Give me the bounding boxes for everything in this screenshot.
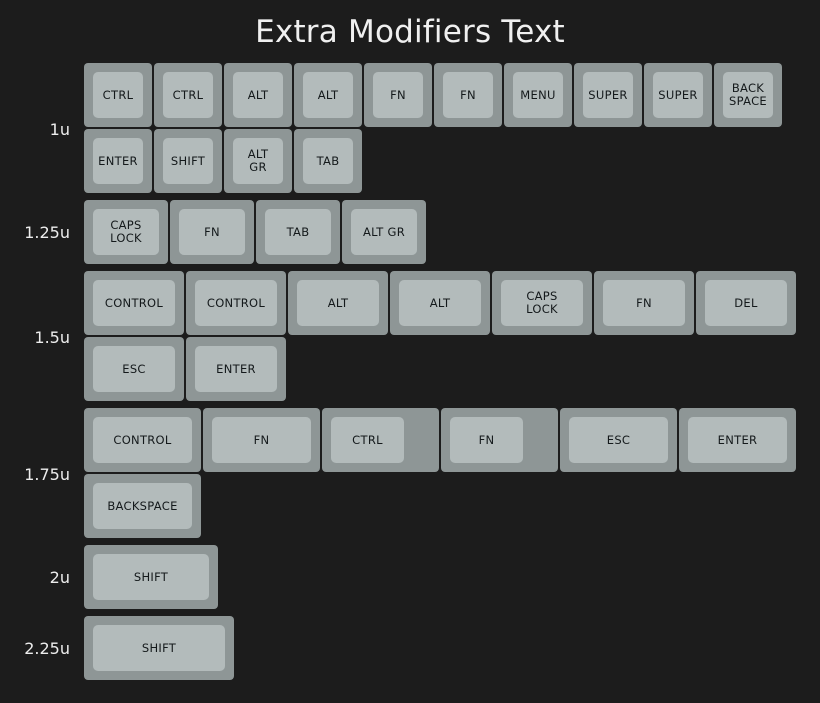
keycap-legend: TAB <box>303 138 353 184</box>
row-size-label: 1.5u <box>34 328 70 347</box>
keycap[interactable]: DEL <box>696 271 796 335</box>
keycap-row: CTRL CTRL ALT ALT FN FN MENU SUPER SUPER BACK SPA… <box>50 63 820 139</box>
keycap[interactable]: ALT <box>288 271 388 335</box>
keycap[interactable]: FN <box>203 408 320 472</box>
keycap-legend: ENTER <box>93 138 143 184</box>
keycap-legend: ALT <box>233 72 283 118</box>
keycap-row: CONTROL CONTROL ALT ALT CAPS LOCK FN DEL 1.5u <box>34 271 820 347</box>
keycap-legend: FN <box>373 72 423 118</box>
keycap-legend: CTRL <box>93 72 143 118</box>
keycap[interactable]: ESC <box>560 408 677 472</box>
keycap[interactable]: ALT <box>224 63 292 127</box>
keycap-legend: FN <box>179 209 245 255</box>
keycap[interactable]: CAPS LOCK <box>84 200 168 264</box>
page-title: Extra Modifiers Text <box>255 14 565 50</box>
keycap-legend: CAPS LOCK <box>93 209 159 255</box>
keycap-row: SHIFT 2u <box>50 545 820 609</box>
row-size-label: 2u <box>49 568 70 587</box>
keycap-legend: ENTER <box>195 346 277 392</box>
keycap-legend: DEL <box>705 280 787 326</box>
keycap-legend: CONTROL <box>93 280 175 326</box>
keycap-legend: BACKSPACE <box>93 483 192 529</box>
keycap-legend: SHIFT <box>93 554 209 600</box>
keycap-row: CAPS LOCK FN TAB ALT GR 1.25u <box>24 200 820 264</box>
keycap[interactable]: ALT <box>390 271 490 335</box>
keycap[interactable]: BACK SPACE <box>714 63 782 127</box>
keycap-legend: FN <box>443 72 493 118</box>
row-size-label: 1.75u <box>24 465 70 484</box>
keycap[interactable]: FN <box>364 63 432 127</box>
keycap[interactable]: ENTER <box>186 337 286 401</box>
keycap-legend: ESC <box>93 346 175 392</box>
keycap[interactable]: ALT GR <box>342 200 426 264</box>
keycap-row: CONTROL FN CTRL FN ESC ENTER 1.75u <box>24 408 820 484</box>
keycap-legend: SHIFT <box>163 138 213 184</box>
keycap-legend: CONTROL <box>93 417 192 463</box>
keycap-row: BACKSPACE <box>84 474 820 538</box>
keycap[interactable]: SUPER <box>574 63 642 127</box>
keycap[interactable]: ESC <box>84 337 184 401</box>
keycap[interactable]: CONTROL <box>84 271 184 335</box>
keycap[interactable]: FN <box>441 408 558 472</box>
keycap-legend: FN <box>212 417 311 463</box>
keycap-legend: FN <box>450 417 523 463</box>
keycap-legend: CTRL <box>331 417 404 463</box>
keycap[interactable]: TAB <box>256 200 340 264</box>
keycap[interactable]: SHIFT <box>84 545 218 609</box>
keycap-legend: MENU <box>513 72 563 118</box>
keycap-legend: ALT <box>297 280 379 326</box>
keycap-rows: CTRL CTRL ALT ALT FN FN MENU SUPER SUPER BACK SPA… <box>0 63 820 682</box>
keycap[interactable]: ALT GR <box>224 129 292 193</box>
keycap-legend: FN <box>603 280 685 326</box>
keycap[interactable]: TAB <box>294 129 362 193</box>
keycap-row: SHIFT 2.25u <box>24 616 820 680</box>
keycap[interactable]: ENTER <box>679 408 796 472</box>
keycap[interactable]: CTRL <box>154 63 222 127</box>
keycap[interactable]: CTRL <box>84 63 152 127</box>
keycap[interactable]: CAPS LOCK <box>492 271 592 335</box>
keycap-row: ESC ENTER <box>84 337 820 401</box>
keycap[interactable]: FN <box>170 200 254 264</box>
keycap-legend: TAB <box>265 209 331 255</box>
keycap-legend: SUPER <box>583 72 633 118</box>
keycap[interactable]: CONTROL <box>84 408 201 472</box>
keycap[interactable]: SHIFT <box>154 129 222 193</box>
keycap-legend: CTRL <box>163 72 213 118</box>
row-size-label: 1.25u <box>24 223 70 242</box>
row-size-label: 2.25u <box>24 639 70 658</box>
keycap[interactable]: SHIFT <box>84 616 234 680</box>
keycap[interactable]: ALT <box>294 63 362 127</box>
keycap-legend: ESC <box>569 417 668 463</box>
keycap-legend: ENTER <box>688 417 787 463</box>
row-size-label: 1u <box>49 120 70 139</box>
keycap[interactable]: MENU <box>504 63 572 127</box>
keycap-legend: SHIFT <box>93 625 225 671</box>
keycap-legend: CAPS LOCK <box>501 280 583 326</box>
keycap-legend: ALT <box>399 280 481 326</box>
keycap-legend: ALT <box>303 72 353 118</box>
keycap[interactable]: SUPER <box>644 63 712 127</box>
keycap[interactable]: ENTER <box>84 129 152 193</box>
keycap-legend: ALT GR <box>233 138 283 184</box>
keycap-legend: ALT GR <box>351 209 417 255</box>
keycap-legend: SUPER <box>653 72 703 118</box>
keycap[interactable]: BACKSPACE <box>84 474 201 538</box>
keycap-legend: CONTROL <box>195 280 277 326</box>
keycap[interactable]: FN <box>594 271 694 335</box>
keycap-row: ENTER SHIFT ALT GR TAB <box>84 129 820 193</box>
keycap[interactable]: FN <box>434 63 502 127</box>
keycap[interactable]: CONTROL <box>186 271 286 335</box>
keycap[interactable]: CTRL <box>322 408 439 472</box>
keycap-legend: BACK SPACE <box>723 72 773 118</box>
